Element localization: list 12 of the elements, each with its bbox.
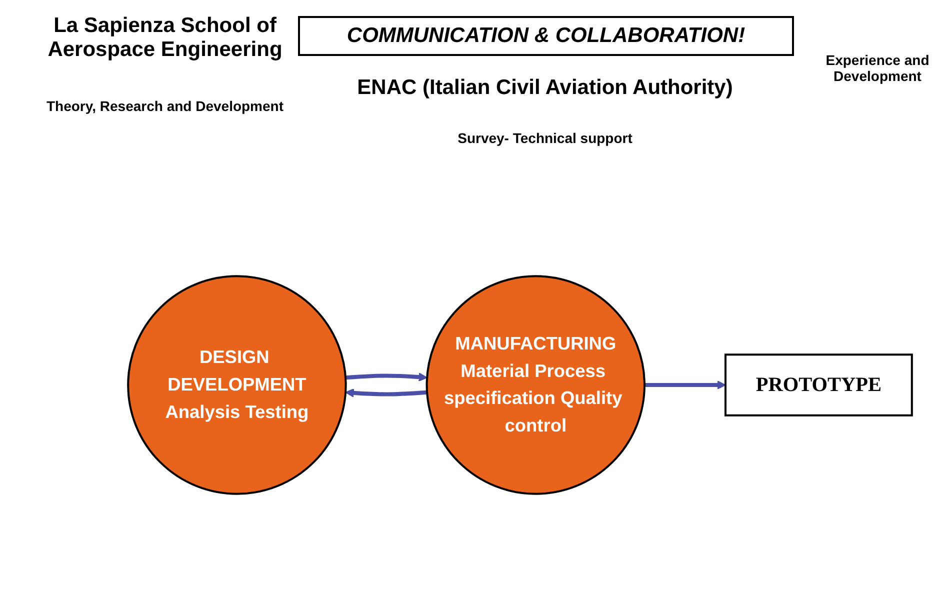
node-box: PROTOTYPE [724, 354, 913, 416]
title-box: COMMUNICATION & COLLABORATION! [298, 16, 794, 56]
node-circle: MANUFACTURING Material Process specification Quality control [426, 275, 646, 495]
institution-role: Theory, Research and Development [45, 98, 285, 114]
arrow [644, 380, 726, 390]
authority-heading: ENAC (Italian Civil Aviation Authority) [356, 76, 734, 100]
authority-role: Survey- Technical support [456, 130, 634, 146]
arrow [345, 372, 428, 382]
arrow [345, 388, 428, 398]
institution-heading: La Sapienza School of Aerospace Engineering [46, 14, 284, 62]
node-circle: DESIGN DEVELOPMENT Analysis Testing [127, 275, 347, 495]
partner-role: Experience and Development [824, 52, 930, 84]
